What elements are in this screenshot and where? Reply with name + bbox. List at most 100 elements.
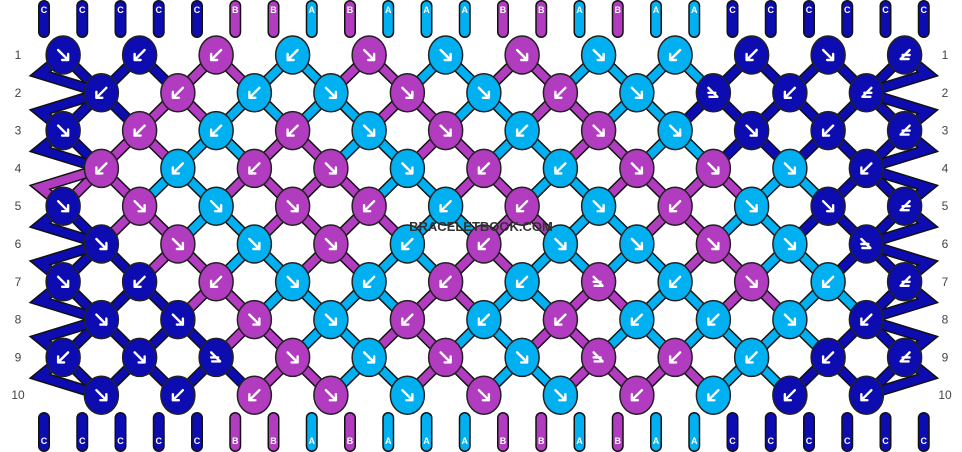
strand-label-bottom: A bbox=[462, 436, 469, 446]
knot-arrow-icon bbox=[248, 313, 261, 326]
strand-label-bottom: A bbox=[576, 436, 583, 446]
knot-arrow-icon bbox=[592, 275, 604, 287]
knot-arrow-icon bbox=[860, 237, 872, 250]
knot-arrow-icon bbox=[554, 389, 567, 402]
knot-arrow-icon bbox=[821, 275, 835, 288]
knot bbox=[45, 110, 81, 151]
knot-arrow-icon bbox=[95, 389, 108, 402]
knot-arrow-icon bbox=[209, 48, 223, 62]
knot-arrow-icon bbox=[554, 162, 567, 175]
strand-label-top: C bbox=[194, 5, 201, 15]
row-number-right: 10 bbox=[938, 388, 952, 402]
strand-label-top: B bbox=[538, 5, 545, 15]
knot-arrow-icon bbox=[171, 237, 185, 251]
knot-arrow-icon bbox=[668, 275, 682, 288]
knot bbox=[427, 110, 464, 151]
knot bbox=[466, 299, 502, 340]
knot bbox=[733, 262, 770, 302]
knot-arrow-icon bbox=[515, 124, 529, 137]
knot bbox=[83, 299, 120, 340]
knot-arrow-icon bbox=[668, 124, 682, 137]
knot bbox=[619, 224, 655, 264]
knot-grid bbox=[45, 35, 923, 415]
knot bbox=[45, 262, 81, 302]
knot bbox=[427, 186, 464, 226]
knot bbox=[619, 73, 655, 113]
knot bbox=[274, 337, 311, 378]
knot bbox=[504, 35, 540, 75]
knot bbox=[83, 73, 120, 113]
strand-label-top: A bbox=[653, 5, 660, 15]
knot-arrow-icon bbox=[286, 48, 299, 62]
knot-arrow-icon bbox=[286, 124, 299, 137]
strand-label-top: C bbox=[921, 5, 928, 15]
knot-arrow-icon bbox=[362, 48, 376, 62]
row-number-right: 6 bbox=[942, 237, 949, 251]
strand-label-top: C bbox=[768, 5, 775, 15]
knot-arrow-icon bbox=[899, 199, 911, 212]
strand-label-bottom: B bbox=[347, 436, 354, 446]
knot-arrow-icon bbox=[439, 275, 452, 288]
knot bbox=[466, 73, 502, 113]
knot bbox=[848, 224, 885, 264]
knot-arrow-icon bbox=[515, 275, 529, 288]
knot-arrow-icon bbox=[899, 124, 911, 136]
knot-arrow-icon bbox=[248, 237, 261, 251]
knot-arrow-icon bbox=[707, 162, 720, 175]
knot-arrow-icon bbox=[95, 237, 108, 251]
knot-arrow-icon bbox=[209, 124, 223, 137]
strand-label-bottom: A bbox=[385, 436, 392, 446]
knot-arrow-icon bbox=[95, 313, 108, 326]
row-number-left: 5 bbox=[15, 199, 22, 213]
knot-arrow-icon bbox=[401, 162, 414, 175]
knot bbox=[580, 262, 617, 302]
knot bbox=[389, 299, 426, 340]
knot bbox=[886, 262, 923, 302]
knot-arrow-icon bbox=[362, 351, 376, 364]
knot-arrow-icon bbox=[783, 389, 797, 402]
knot-arrow-icon bbox=[56, 351, 70, 364]
knot bbox=[657, 262, 693, 302]
knot-arrow-icon bbox=[171, 389, 185, 402]
knot bbox=[389, 148, 426, 189]
knot bbox=[504, 337, 540, 378]
knot-arrow-icon bbox=[630, 162, 644, 175]
knot-arrow-icon bbox=[286, 199, 299, 213]
knot bbox=[121, 337, 158, 378]
knot bbox=[236, 148, 273, 189]
row-number-right: 7 bbox=[942, 275, 949, 289]
knot-arrow-icon bbox=[515, 199, 529, 213]
knot bbox=[351, 110, 387, 151]
strand-label-bottom: C bbox=[117, 436, 124, 446]
strand-label-top: C bbox=[41, 5, 48, 15]
knot bbox=[198, 110, 234, 151]
knot-arrow-icon bbox=[860, 162, 873, 175]
row-number-left: 2 bbox=[15, 86, 22, 100]
strand-label-top: A bbox=[576, 5, 583, 15]
knot bbox=[810, 35, 846, 75]
strand-label-bottom: C bbox=[194, 436, 201, 446]
strand-label-top: C bbox=[117, 5, 124, 15]
knot-arrow-icon bbox=[56, 48, 70, 62]
row-number-left: 6 bbox=[15, 237, 22, 251]
knot-arrow-icon bbox=[860, 389, 873, 402]
knot-arrow-icon bbox=[899, 351, 911, 363]
knot-arrow-icon bbox=[95, 86, 108, 100]
row-number-right: 9 bbox=[942, 350, 949, 364]
knot-arrow-icon bbox=[56, 124, 70, 137]
knot bbox=[848, 299, 885, 340]
knot-arrow-icon bbox=[56, 275, 70, 288]
knot bbox=[83, 375, 120, 415]
knot bbox=[695, 148, 732, 189]
strand-label-bottom: A bbox=[653, 436, 660, 446]
knot bbox=[45, 186, 81, 226]
knot-arrow-icon bbox=[286, 275, 299, 288]
knot-arrow-icon bbox=[209, 351, 222, 363]
knot-arrow-icon bbox=[362, 199, 376, 213]
knot bbox=[848, 375, 885, 415]
knot bbox=[657, 186, 693, 226]
knot bbox=[542, 224, 579, 264]
knot-arrow-icon bbox=[554, 237, 567, 251]
strand-label-top: B bbox=[270, 5, 277, 15]
knot bbox=[198, 337, 234, 378]
